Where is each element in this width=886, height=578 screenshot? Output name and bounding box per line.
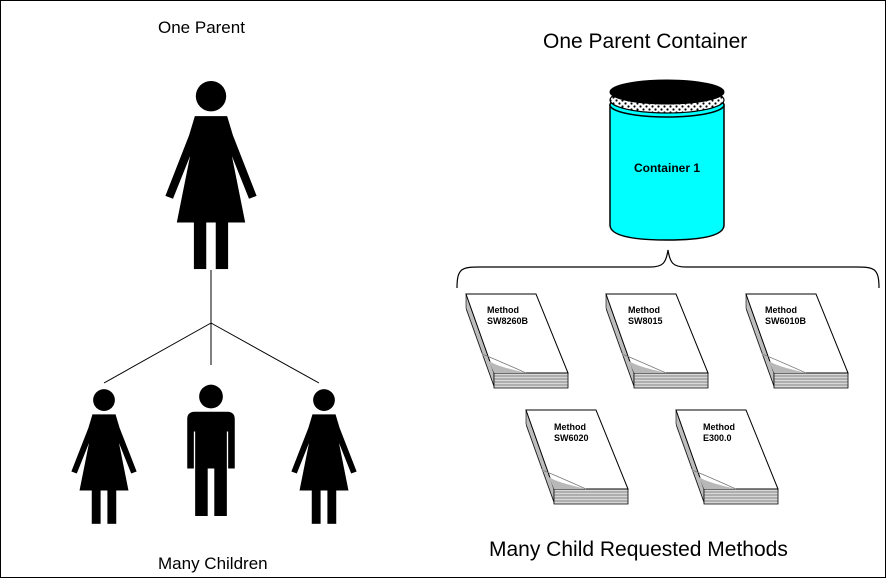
method-label: Method SW6020 [554,422,589,444]
method-code: SW8015 [628,316,663,326]
child-figure-boy-icon [187,384,235,516]
parent-figure-icon [165,80,257,270]
method-code: SW6020 [554,433,589,443]
method-label: Method E300.0 [703,422,735,444]
methods-caption: Many Child Requested Methods [489,538,788,561]
grouping-brace [456,249,880,289]
container-title: One Parent Container [543,30,748,53]
method-label: Method SW8260B [487,305,528,327]
children-caption: Many Children [158,554,268,573]
container-label: Container 1 [634,161,700,175]
method-word: Method [703,422,735,432]
method-word: Method [554,422,586,432]
container-cylinder-icon [609,79,725,241]
method-code: E300.0 [703,433,732,443]
parent-title: One Parent [158,18,245,37]
method-word: Method [487,305,519,315]
method-label: Method SW8015 [628,305,663,327]
method-code: SW8260B [487,316,529,326]
method-code: SW6010B [765,316,807,326]
method-word: Method [628,305,660,315]
method-word: Method [765,305,797,315]
child-figure-girl-right-icon [291,389,357,524]
method-label: Method SW6010B [765,305,806,327]
tree-connector-lines [103,270,320,384]
child-figure-girl-left-icon [71,389,137,524]
